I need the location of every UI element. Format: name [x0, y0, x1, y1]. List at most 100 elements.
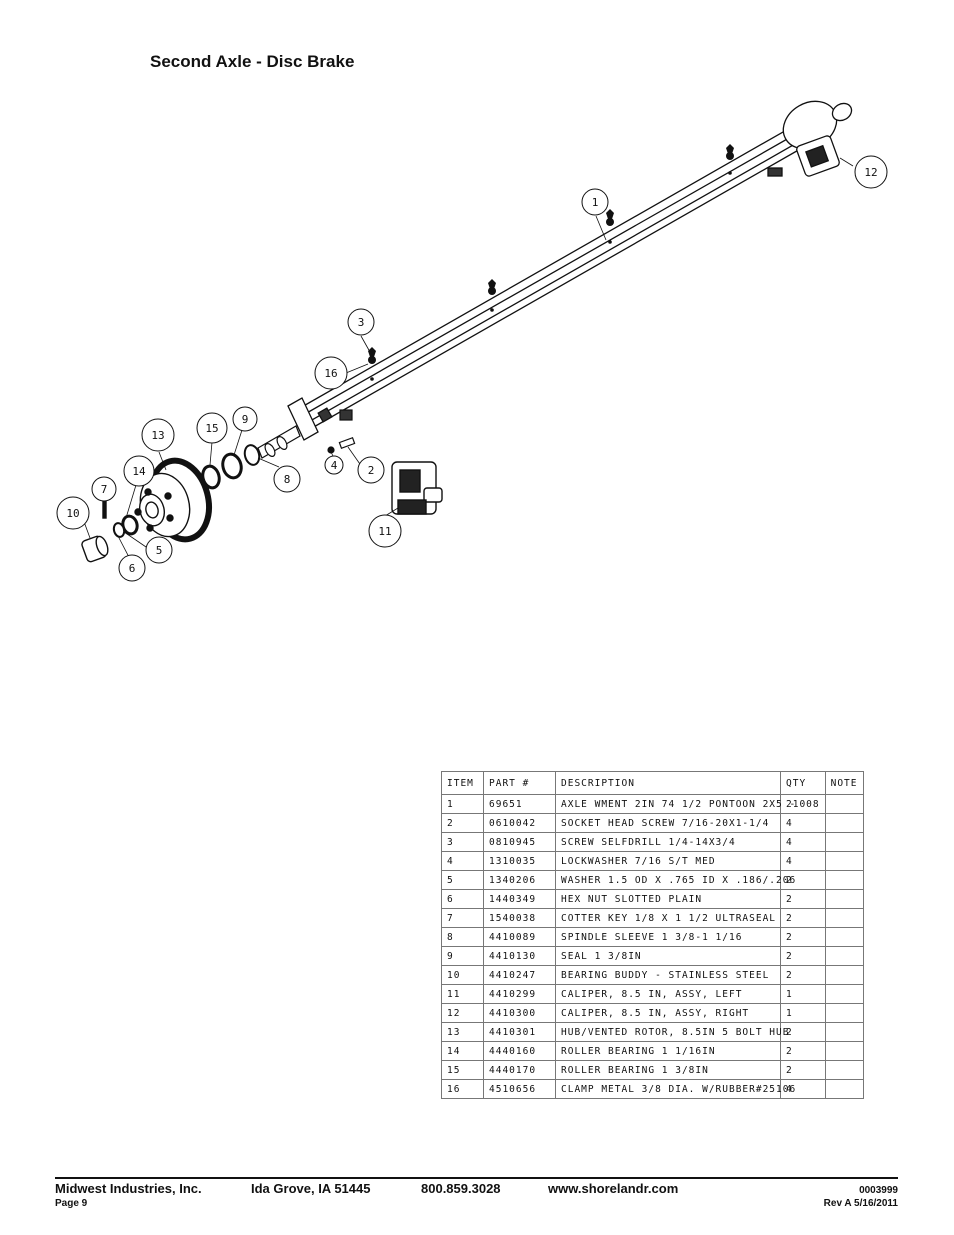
callout-labels: 1 2 3 4 5 6 7 8 9 10 11 12 13 14 15 16: [66, 166, 877, 575]
cell-qty: 2: [780, 946, 826, 966]
screw-lockwasher: [327, 409, 356, 454]
callout-6: [118, 554, 146, 582]
callouts: [56, 155, 888, 582]
footer-divider: [55, 1177, 898, 1179]
cell-item: 12: [441, 1003, 484, 1023]
svg-text:3: 3: [358, 316, 365, 329]
cell-description: COTTER KEY 1/8 X 1 1/2 ULTRASEAL: [555, 908, 781, 928]
callout-13: [141, 418, 175, 452]
footer-website: www.shorelandr.com: [548, 1181, 679, 1196]
svg-text:14: 14: [132, 465, 146, 478]
left-caliper: [391, 461, 443, 515]
cell-part: 1340206: [483, 870, 556, 890]
cell-part: 4410300: [483, 1003, 556, 1023]
cell-part: 4410089: [483, 927, 556, 947]
spindle: [257, 425, 301, 459]
cell-item: 16: [441, 1079, 484, 1099]
cell-qty: 4: [780, 851, 826, 871]
cell-description: HEX NUT SLOTTED PLAIN: [555, 889, 781, 909]
cell-item: 4: [441, 851, 484, 871]
cell-description: HUB/VENTED ROTOR, 8.5IN 5 BOLT HUB: [555, 1022, 788, 1042]
callout-4: [324, 455, 344, 475]
cell-description: WASHER 1.5 OD X .765 ID X .186/.206: [555, 870, 795, 890]
svg-text:9: 9: [242, 413, 249, 426]
cell-description: AXLE WMENT 2IN 74 1/2 PONTOON 2X5 -: [555, 794, 795, 814]
cell-item: 15: [441, 1060, 484, 1080]
callout-14: [123, 455, 155, 487]
header-part: PART #: [483, 771, 556, 795]
cell-description: SEAL 1 3/8IN: [555, 946, 781, 966]
cell-part: 4410299: [483, 984, 556, 1004]
cell-qty: 1: [780, 1003, 826, 1023]
footer-revision: Rev A 5/16/2011: [823, 1198, 898, 1209]
svg-text:7: 7: [101, 483, 108, 496]
svg-text:10: 10: [66, 507, 79, 520]
cell-part: 1540038: [483, 908, 556, 928]
axle-screws: [368, 144, 734, 381]
footer-company: Midwest Industries, Inc.: [55, 1181, 202, 1196]
cell-description: SCREW SELFDRILL 1/4-14X3/4: [555, 832, 781, 852]
cell-qty: 2: [780, 1060, 826, 1080]
cell-note: [824, 1079, 864, 1099]
callout-1: [581, 188, 609, 216]
cell-part: 4410301: [483, 1022, 556, 1042]
leader-lines: [82, 157, 854, 564]
cell-part: 69651: [483, 794, 556, 814]
cell-qty: 2: [780, 1022, 826, 1042]
cell-note: [824, 1060, 864, 1080]
footer-phone: 800.859.3028: [421, 1181, 501, 1196]
cell-qty: 2: [780, 1041, 826, 1061]
cell-description: SOCKET HEAD SCREW 7/16-20X1-1/4: [555, 813, 781, 833]
svg-text:11: 11: [378, 525, 391, 538]
cell-note: [824, 1041, 864, 1061]
cell-item: 5: [441, 870, 484, 890]
cell-qty: 1: [780, 984, 826, 1004]
cell-qty: 2: [780, 870, 826, 890]
footer-doc-number: 0003999: [859, 1185, 898, 1196]
cell-part: 4510656: [483, 1079, 556, 1099]
hub-rotor: [134, 457, 212, 543]
callout-11: [368, 514, 402, 548]
header-item: ITEM: [441, 771, 484, 795]
bearings-seals: [81, 444, 261, 563]
cell-item: 13: [441, 1022, 484, 1042]
page-title: Second Axle - Disc Brake: [150, 52, 355, 71]
svg-text:13: 13: [151, 429, 164, 442]
cell-item: 10: [441, 965, 484, 985]
header-note: NOTE: [824, 771, 864, 795]
cell-item: 7: [441, 908, 484, 928]
parts-table-header: ITEM PART # DESCRIPTION QTY NOTE: [441, 771, 864, 795]
cell-qty: 4: [780, 832, 826, 852]
cell-note: [824, 851, 864, 871]
cell-note: [824, 794, 864, 814]
axle-end-plate: [287, 397, 333, 441]
svg-text:2: 2: [368, 464, 375, 477]
cell-item: 3: [441, 832, 484, 852]
svg-text:12: 12: [864, 166, 877, 179]
cell-item: 14: [441, 1041, 484, 1061]
cell-description: SPINDLE SLEEVE 1 3/8-1 1/16: [555, 927, 781, 947]
cell-qty: 4: [780, 813, 826, 833]
cell-part: 0610042: [483, 813, 556, 833]
footer-city: Ida Grove, IA 51445: [251, 1181, 371, 1196]
callout-12: [854, 155, 888, 189]
callout-3: [347, 308, 375, 336]
callout-15: [196, 412, 228, 444]
svg-text:5: 5: [156, 544, 163, 557]
svg-text:16: 16: [324, 367, 337, 380]
